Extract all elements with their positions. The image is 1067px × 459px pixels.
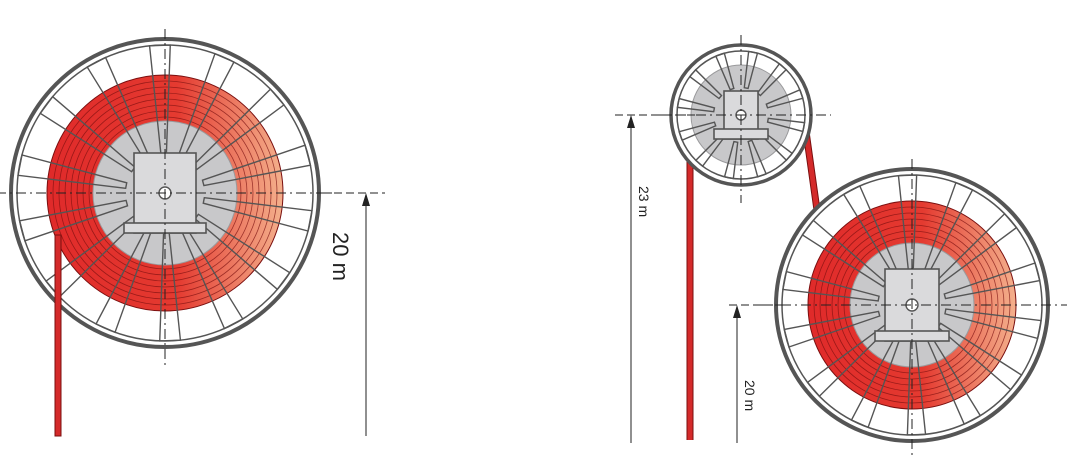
cable-reel-large-lower <box>761 159 1067 459</box>
reel-spoke <box>765 88 804 109</box>
reel-spoke <box>944 308 1042 340</box>
cable-reel-small-upper <box>656 35 831 203</box>
dimension-label-23m: 23 m <box>636 186 652 217</box>
reel-spoke <box>783 310 881 348</box>
dimension-label-20m-right: 20 m <box>742 380 758 411</box>
hanging-cable-left <box>54 234 62 437</box>
cable-reel-large-left <box>0 29 339 365</box>
single-reel-diagram: 20 m <box>0 29 385 437</box>
reel-spoke <box>678 121 717 142</box>
dimension-23m-right: 23 m <box>615 114 705 443</box>
reel-spoke <box>202 196 313 232</box>
reel-spoke <box>676 97 716 113</box>
reel-spoke <box>723 140 739 180</box>
dimension-20m-left: 20 m <box>322 192 385 436</box>
double-reel-diagram: 23 m 20 m <box>615 35 1067 459</box>
reel-spoke <box>756 62 788 97</box>
reel-spoke <box>943 262 1041 300</box>
reel-spoke <box>688 68 723 100</box>
dimension-20m-right: 20 m <box>729 304 790 443</box>
reel-spoke <box>201 144 312 187</box>
reel-spoke <box>747 139 768 178</box>
reel-spoke <box>18 199 129 242</box>
dimension-label-left: 20 m <box>328 232 353 281</box>
reel-spoke <box>782 270 880 302</box>
reel-spoke <box>17 154 128 190</box>
reel-spoke <box>714 52 735 91</box>
reel-spoke <box>743 50 759 90</box>
reel-spoke <box>766 117 806 133</box>
